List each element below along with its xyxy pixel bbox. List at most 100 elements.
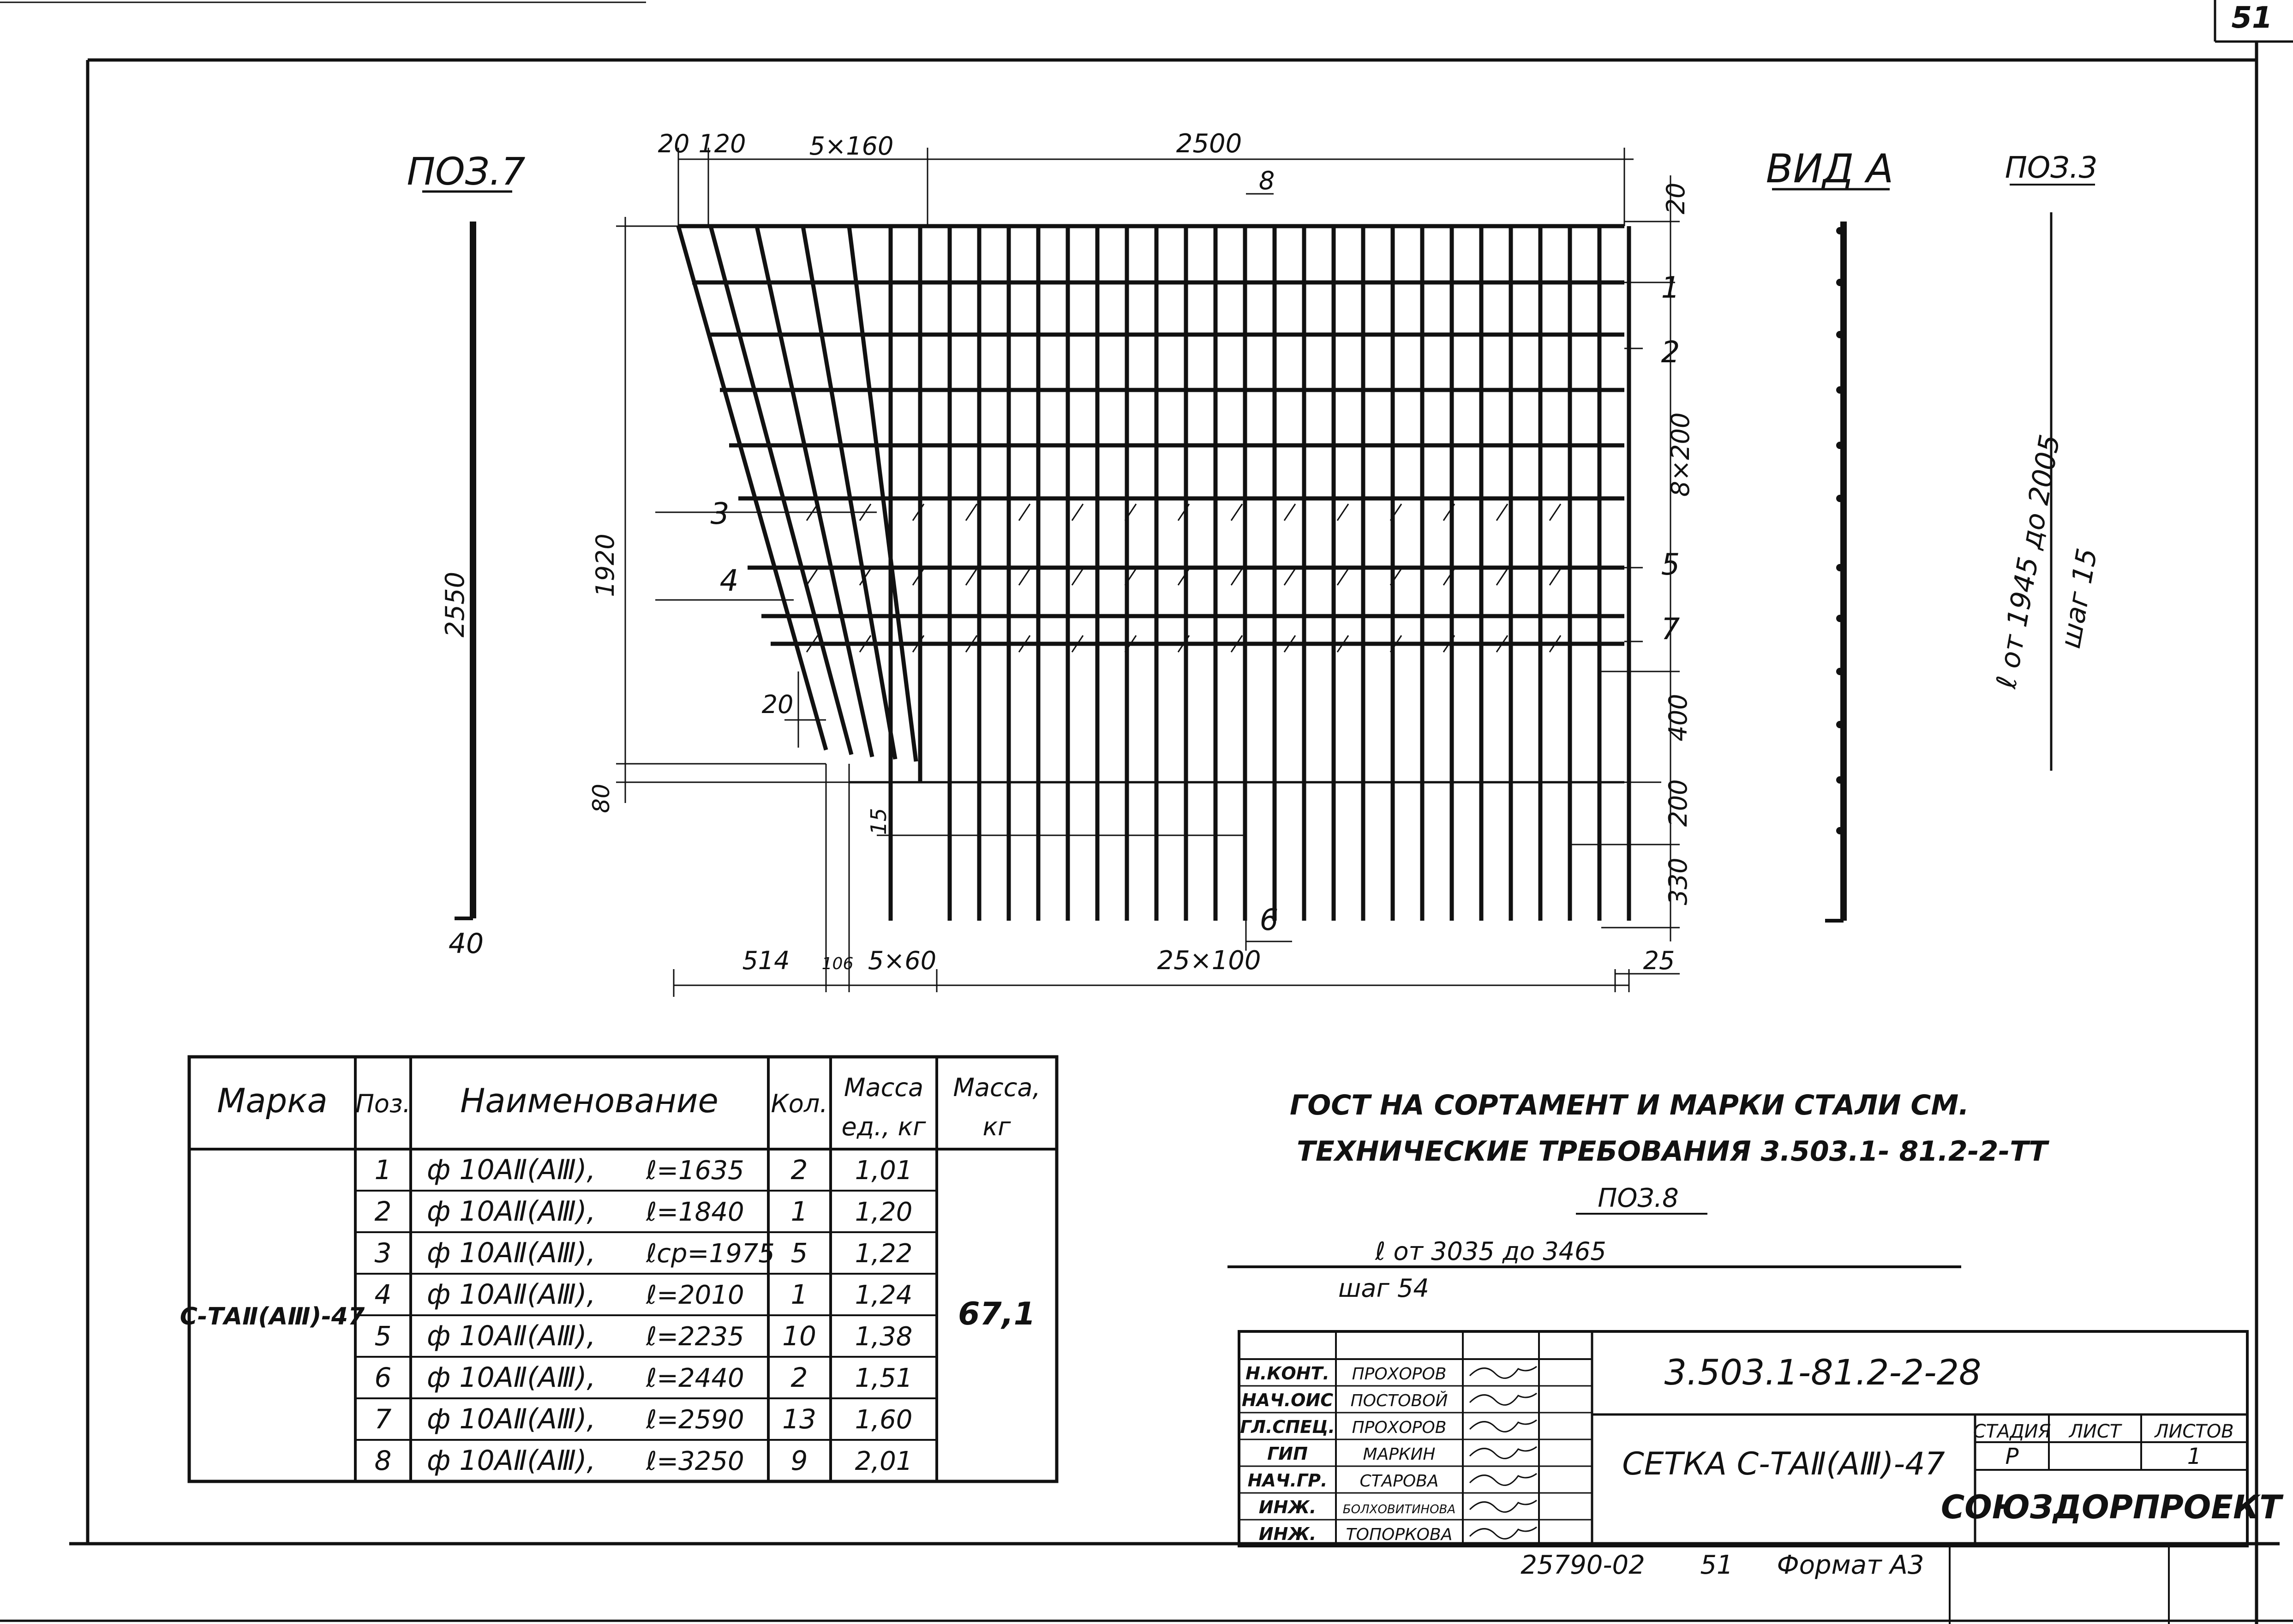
table-cell-len: ℓ=1635 (646, 1156, 744, 1186)
position-1: 1 (1661, 271, 1680, 305)
pos8-step: шаг 54 (1338, 1274, 1429, 1303)
table-cell-name: ф 10АⅡ(АⅢ), (427, 1444, 596, 1477)
pos3-title: ПОЗ.3 (2005, 151, 2098, 185)
table-row-lines (355, 1190, 937, 1441)
table-rows: 1 ф 10АⅡ(АⅢ), ℓ=1635 2 1,01 2 ф 10АⅡ(АⅢ), ℓ=184… (375, 1154, 913, 1477)
notes: ГОСТ НА СОРТАМЕНТ И МАРКИ СТАЛИ СМ. ТЕХН… (1227, 1089, 2049, 1303)
table-cell-len: ℓ=1840 (646, 1197, 744, 1227)
dim-106: 106 (822, 954, 854, 973)
table-cell-len: ℓ=3250 (646, 1446, 744, 1476)
sheet-number: 51 (2231, 1, 2272, 35)
mesh-bar-slanted (754, 226, 874, 757)
table-cell-mass: 1,20 (855, 1197, 913, 1227)
stamp-name: ТОПОРКОВА (1346, 1525, 1453, 1544)
dim-20-right: 20 (1661, 183, 1690, 215)
view-a: ВИД А (1766, 146, 1893, 923)
table-cell-name: ф 10АⅡ(АⅢ), (427, 1237, 596, 1269)
table-cell-qty: 2 (791, 1154, 808, 1186)
sheets-label: ЛИСТОВ (2154, 1421, 2233, 1442)
dim-400: 400 (1664, 694, 1693, 741)
table-row: 2 ф 10АⅡ(АⅢ), ℓ=1840 1 1,20 (375, 1195, 913, 1228)
table-cell-pos: 4 (375, 1279, 392, 1310)
signature-mark (1469, 1526, 1537, 1540)
table-cell-len: ℓср=1975 (646, 1239, 775, 1269)
header-qty: Кол. (771, 1089, 827, 1118)
signature-mark (1469, 1392, 1537, 1406)
mesh-bar-slanted (847, 226, 918, 762)
dim-5x60: 5×60 (868, 946, 936, 975)
table-cell-len: ℓ=2440 (646, 1363, 744, 1393)
table-cell-qty: 1 (791, 1196, 808, 1227)
stamp-name: СТАРОВА (1359, 1472, 1438, 1491)
stage-value: Р (2006, 1444, 2019, 1469)
dim-25x100: 25×100 (1157, 946, 1261, 976)
dim-5x160: 5×160 (809, 132, 894, 161)
dim-80: 80 (588, 784, 615, 813)
table-cell-mass: 1,24 (855, 1280, 913, 1310)
stamp-name: ПОСТОВОЙ (1351, 1391, 1448, 1410)
table-cell-name: ф 10АⅡ(АⅢ), (427, 1278, 596, 1311)
sheet-label: ЛИСТ (2068, 1421, 2123, 1442)
mesh-bar-slanted (801, 226, 898, 760)
table-total-mass: 67,1 (958, 1296, 1036, 1332)
dim-8x200: 8×200 (1666, 413, 1695, 497)
pos7-title: ПОЗ.7 (407, 150, 525, 194)
pos8-title: ПОЗ.8 (1598, 1183, 1679, 1213)
mesh-bar-slanted (676, 225, 828, 751)
dim-330: 330 (1664, 857, 1693, 905)
table-cell-pos: 6 (375, 1362, 392, 1393)
signature-mark (1469, 1446, 1537, 1459)
header-mark: Марка (217, 1081, 328, 1120)
table-cell-qty: 5 (791, 1237, 808, 1269)
table-cell-mass: 2,01 (855, 1446, 913, 1476)
header-pos: Поз. (355, 1089, 411, 1118)
sheets-value: 1 (2187, 1444, 2202, 1469)
table-cell-pos: 1 (375, 1154, 392, 1186)
dim-25: 25 (1643, 946, 1675, 975)
stamp-role: НАЧ.ОИС (1242, 1390, 1333, 1410)
dim-1920: 1920 (591, 533, 620, 597)
footer: 25790-02 51 Формат А3 (1521, 1550, 1924, 1580)
organization: СОЮЗДОРПРОЕКТ (1941, 1488, 2284, 1526)
table-cell-qty: 9 (791, 1445, 808, 1476)
table-cell-qty: 13 (782, 1403, 816, 1435)
footer-inventory: 25790-02 (1521, 1550, 1645, 1580)
dim-514: 514 (742, 946, 790, 975)
stamp-role: ИНЖ. (1259, 1524, 1317, 1544)
dim-120: 120 (698, 129, 746, 158)
mesh-bar-slanted (708, 225, 854, 755)
stamp-role: ГЛ.СПЕЦ. (1240, 1417, 1335, 1437)
stamp-role: Н.КОНТ. (1245, 1363, 1329, 1384)
signature-mark (1469, 1499, 1537, 1513)
dim-20-top: 20 (658, 129, 690, 158)
position-5: 5 (1661, 548, 1680, 582)
dim-200: 200 (1664, 779, 1693, 827)
mesh-drawing: 20 120 5×160 2500 8 20 8×200 1920 80 20 … (588, 129, 1695, 997)
signature-mark (1469, 1473, 1537, 1486)
stamp-name: ПРОХОРОВ (1352, 1418, 1447, 1437)
pos7-view: ПОЗ.7 2550 40 (407, 150, 525, 960)
table-cell-pos: 2 (375, 1196, 392, 1227)
table-cell-qty: 1 (791, 1279, 808, 1310)
table-cell-len: ℓ=2590 (646, 1405, 744, 1435)
table-cell-pos: 8 (375, 1445, 392, 1476)
dim-15: 15 (866, 808, 891, 835)
footer-format: Формат А3 (1777, 1550, 1924, 1580)
mesh-weld-ticks (806, 503, 1562, 653)
table-cell-mass: 1,22 (855, 1239, 913, 1269)
dim-20-mid: 20 (762, 690, 794, 719)
table-cell-mass: 1,01 (855, 1156, 913, 1186)
stamp-role: НАЧ.ГР. (1248, 1470, 1328, 1491)
table-mark: С-ТАⅡ(АⅢ)-47 (180, 1303, 365, 1330)
table-cell-len: ℓ=2235 (646, 1322, 744, 1352)
footer-page: 51 (1700, 1550, 1733, 1580)
mesh-bars (676, 224, 1631, 921)
table-cell-name: ф 10АⅡ(АⅢ), (427, 1195, 596, 1228)
position-6: 6 (1260, 903, 1279, 937)
